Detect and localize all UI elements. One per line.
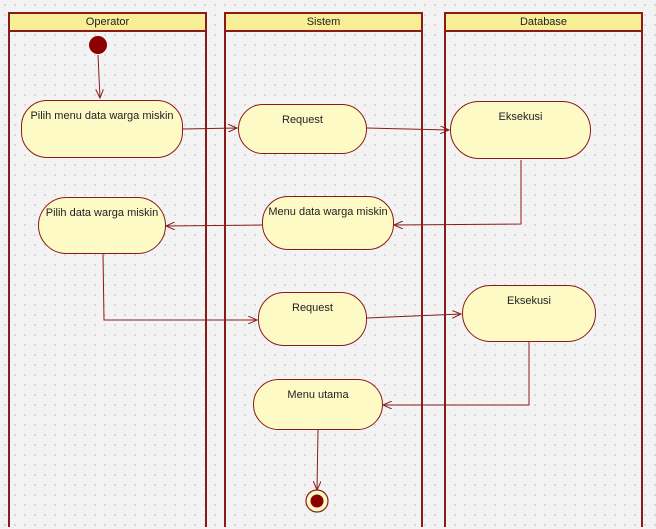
flow-pilih-data-to-request — [102, 253, 257, 320]
activity-eksekusi-2: Eksekusi — [462, 285, 596, 342]
activity-request: Request — [238, 104, 367, 154]
flow-start-to-pilih-menu — [98, 54, 100, 98]
flow-request-to-eksekusi — [366, 128, 449, 130]
activity-pilih-data-warga-miskin: Pilih data warga miskin — [38, 197, 166, 254]
flow-pilih-menu-to-request — [182, 128, 237, 129]
lane-divider — [205, 12, 207, 527]
lane-header-database: Database — [444, 12, 643, 32]
flow-eksekusi-to-menu-data — [394, 160, 522, 225]
activity-eksekusi: Eksekusi — [450, 101, 591, 159]
activity-menu-data-warga-miskin: Menu data warga miskin — [262, 196, 394, 250]
flow-menu-utama-to-end — [317, 429, 318, 490]
activity-request-2: Request — [258, 292, 367, 346]
lane-divider — [444, 12, 446, 527]
lane-header-sistem: Sistem — [224, 12, 423, 32]
lane-header-operator: Operator — [8, 12, 207, 32]
flow-eksekusi-to-menu-utama — [383, 342, 530, 405]
flow-request-to-eksekusi-2 — [366, 314, 461, 319]
flow-menu-data-to-pilih-data — [166, 225, 263, 226]
activity-menu-utama: Menu utama — [253, 379, 383, 430]
lane-divider — [641, 12, 643, 527]
lane-divider — [8, 12, 10, 527]
lane-divider — [224, 12, 226, 527]
lane-divider — [421, 12, 423, 527]
activity-pilih-menu-data-warga-miskin: Pilih menu data warga miskin — [21, 100, 183, 158]
